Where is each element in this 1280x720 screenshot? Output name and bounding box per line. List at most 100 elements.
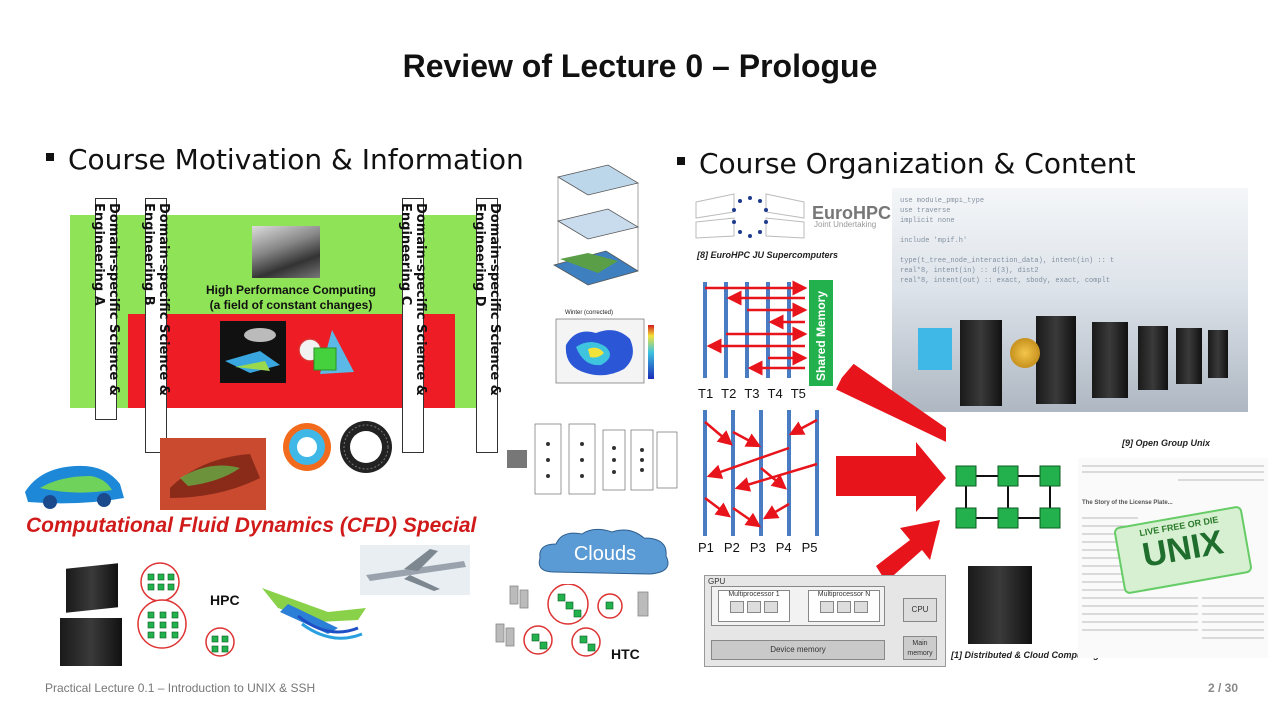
shared-memory-label: Shared Memory bbox=[814, 290, 828, 382]
ring-flow-icon bbox=[283, 423, 331, 471]
eurohpc-sub-text: Joint Undertaking bbox=[814, 220, 877, 229]
thread-label: T3 bbox=[744, 386, 760, 401]
compute-node-mesh bbox=[955, 465, 1061, 529]
atmospheric-layers-diagram bbox=[552, 164, 640, 286]
code-line bbox=[900, 246, 1238, 256]
book-caption: [1] Distributed & Cloud Computing Book bbox=[951, 650, 1124, 660]
code-line: type(t_tree_node_interaction_data), inte… bbox=[900, 257, 1115, 265]
server-rack-icon bbox=[960, 320, 1002, 406]
domain-label-b: Domain-specific Science & Engineering B bbox=[141, 198, 171, 453]
big-arrows-graphic bbox=[836, 363, 946, 582]
server-rack-icon bbox=[1176, 328, 1202, 384]
hpc-red-panel bbox=[128, 314, 455, 408]
process-label: P4 bbox=[775, 540, 792, 555]
bullet-course-organization: Course Organization & Content bbox=[677, 147, 1136, 180]
eurohpc-logo-text: EuroHPC bbox=[812, 203, 892, 223]
processor-row bbox=[809, 601, 879, 613]
thread-label: T4 bbox=[767, 386, 783, 401]
map-title: Winter (corrected) bbox=[565, 310, 614, 316]
red-car-cfd-image bbox=[160, 438, 266, 510]
server-rack-icon bbox=[1092, 322, 1128, 398]
server-rack-icon bbox=[1208, 330, 1228, 378]
server-rack-icon bbox=[66, 563, 118, 613]
thread-label: T5 bbox=[790, 386, 806, 401]
domain-label-a: Domain-specific Science & Engineering A bbox=[91, 198, 121, 420]
cloud-shape bbox=[538, 528, 669, 575]
hpc-line-2: (a field of constant changes) bbox=[209, 298, 373, 312]
domain-label-d: Domain-specific Science & Engineering D bbox=[472, 198, 502, 453]
gpu-diagram: GPU Multiprocessor 1 Multiprocessor N De… bbox=[704, 575, 946, 667]
neural-flow-diagram bbox=[507, 423, 678, 495]
bullet-course-organization-text: Course Organization & Content bbox=[699, 147, 1136, 180]
ring-grid-icon bbox=[340, 421, 392, 473]
bullet-course-motivation-text: Course Motivation & Information bbox=[68, 143, 524, 176]
code-overlay-decoration: use module_pmpi_type use traverse implic… bbox=[900, 196, 1238, 286]
footer-lecture-title: Practical Lecture 0.1 – Introduction to … bbox=[45, 681, 316, 695]
code-line: include 'mpif.h' bbox=[900, 237, 968, 245]
airplane-cfd-image bbox=[262, 588, 366, 640]
multiprocessor-n-label: Multiprocessor N bbox=[817, 591, 871, 598]
message-passing-diagram bbox=[703, 410, 819, 536]
geometric-shapes-icon bbox=[298, 330, 354, 374]
process-label: P5 bbox=[801, 540, 818, 555]
shared-memory-diagram bbox=[703, 280, 833, 386]
unix-document-image: The Story of the License Plate... LIVE F… bbox=[1078, 458, 1268, 658]
eurohpc-stars-logo bbox=[695, 193, 805, 239]
hpc-cluster-diagram bbox=[137, 562, 235, 657]
processor-cell bbox=[854, 601, 868, 613]
hpc-line-1: High Performance Computing bbox=[205, 283, 376, 297]
unix-doc-title: The Story of the License Plate... bbox=[1082, 500, 1173, 506]
hpc-label: HPC bbox=[210, 592, 240, 608]
hpc-description: High Performance Computing (a field of c… bbox=[186, 283, 396, 313]
bullet-square-icon bbox=[677, 157, 685, 165]
bullet-course-motivation: Course Motivation & Information bbox=[46, 143, 524, 176]
htc-cluster-diagram bbox=[495, 584, 649, 657]
code-line bbox=[900, 226, 1238, 236]
processor-cell bbox=[837, 601, 851, 613]
domain-label-c: Domain-specific Science & Engineering C bbox=[398, 198, 428, 453]
code-line: real*8, intent(in) :: d(3), dist2 bbox=[900, 267, 1039, 275]
cpu-box: CPU bbox=[903, 598, 937, 622]
main-memory-box: Main memory bbox=[903, 636, 937, 660]
orb-decoration bbox=[1010, 338, 1040, 368]
device-memory-box: Device memory bbox=[711, 640, 885, 660]
bullet-square-icon bbox=[46, 153, 54, 161]
eurohpc-caption: [8] EuroHPC JU Supercomputers bbox=[697, 250, 839, 260]
multiprocessor-box: Multiprocessor N bbox=[808, 590, 880, 622]
thread-label: T1 bbox=[698, 386, 714, 401]
simulation-image bbox=[220, 321, 286, 383]
processor-cell bbox=[764, 601, 778, 613]
processor-cell bbox=[820, 601, 834, 613]
process-label: P2 bbox=[723, 540, 740, 555]
server-rack-icon bbox=[968, 566, 1032, 644]
multiprocessor-1-label: Multiprocessor 1 bbox=[728, 591, 780, 598]
code-line: use traverse bbox=[900, 207, 951, 215]
airplane-sim-icon bbox=[225, 328, 280, 373]
code-line: real*8, intent(out) :: exact, sbody, exa… bbox=[900, 277, 1111, 285]
heat-map-chart bbox=[555, 318, 654, 384]
server-rack-icon bbox=[1138, 326, 1168, 390]
thread-label: T2 bbox=[721, 386, 737, 401]
multiprocessor-group: Multiprocessor 1 Multiprocessor N bbox=[711, 586, 885, 626]
unix-caption: [9] Open Group Unix bbox=[1122, 438, 1211, 448]
datacenter-photo bbox=[252, 226, 320, 278]
processor-row bbox=[719, 601, 789, 613]
gpu-label: GPU bbox=[708, 577, 726, 586]
processor-cell bbox=[747, 601, 761, 613]
cfd-special-label: Computational Fluid Dynamics (CFD) Speci… bbox=[26, 514, 477, 537]
multiprocessor-box: Multiprocessor 1 bbox=[718, 590, 790, 622]
server-rack-icon bbox=[60, 618, 122, 666]
page-number: 2 / 30 bbox=[1208, 681, 1239, 695]
car-cfd-image bbox=[25, 465, 124, 509]
process-label: P3 bbox=[749, 540, 766, 555]
process-label: P1 bbox=[698, 540, 714, 555]
code-line: use module_pmpi_type bbox=[900, 197, 985, 205]
server-rack-icon bbox=[1036, 316, 1076, 404]
processor-cell bbox=[730, 601, 744, 613]
clouds-label: Clouds bbox=[573, 543, 637, 565]
airliner-photo bbox=[360, 545, 470, 595]
code-line: implicit none bbox=[900, 217, 955, 225]
supercomputer-image: use module_pmpi_type use traverse implic… bbox=[892, 188, 1248, 412]
thread-labels: T1 T2 T3 T4 T5 bbox=[698, 386, 806, 401]
simulation-thumbnail bbox=[918, 328, 952, 370]
